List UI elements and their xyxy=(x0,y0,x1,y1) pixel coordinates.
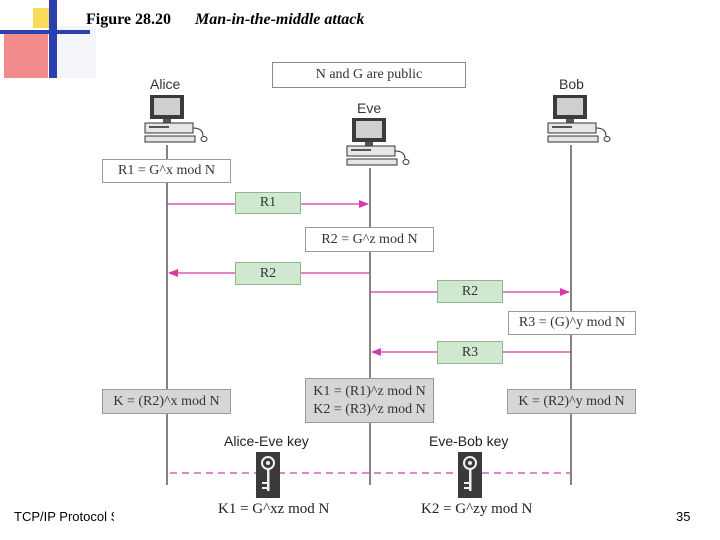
corner-decoration-yellow xyxy=(33,8,53,28)
corner-decoration-red xyxy=(4,34,48,78)
eve-label: Eve xyxy=(357,100,382,116)
alice-computer-icon xyxy=(144,95,208,143)
k2-formula: K2 = G^zy mod N xyxy=(421,501,533,517)
corner-decoration-blue-vertical xyxy=(49,0,57,78)
alice-key-computation: K = (R2)^x mod N xyxy=(102,389,231,414)
message-r3: R3 xyxy=(437,341,503,364)
figure-name: Man-in-the-middle attack xyxy=(195,11,365,28)
eve-r2-computation: R2 = G^z mod N xyxy=(305,227,434,252)
eve-computer-icon xyxy=(346,118,410,166)
eve-k2-computation: K2 = (R3)^z mod N xyxy=(313,401,426,417)
eve-k1-computation: K1 = (R1)^z mod N xyxy=(313,383,426,399)
corner-decoration-blue-horizontal xyxy=(0,30,90,34)
alice-eve-key-label: Alice-Eve key xyxy=(224,433,309,449)
alice-eve-key-icon xyxy=(256,452,280,498)
corner-decoration-pale xyxy=(52,26,96,78)
k1-formula: K1 = G^xz mod N xyxy=(218,501,330,517)
figure-title: Figure 28.20 Man-in-the-middle attack xyxy=(86,11,364,29)
message-r2-to-alice: R2 xyxy=(235,262,301,285)
eve-bob-key-icon xyxy=(458,452,482,498)
figure-number: Figure 28.20 xyxy=(86,11,172,28)
alice-label: Alice xyxy=(150,76,181,92)
message-r1: R1 xyxy=(235,192,301,214)
eve-key-computations: K1 = (R1)^z mod N K2 = (R3)^z mod N xyxy=(305,378,434,423)
bob-key-computation: K = (R2)^y mod N xyxy=(507,389,636,414)
page-number: 35 xyxy=(676,509,691,524)
bob-r3-computation: R3 = (G)^y mod N xyxy=(508,311,636,335)
alice-r1-computation: R1 = G^x mod N xyxy=(102,159,231,183)
footer-course-title: TCP/IP Protocol S xyxy=(14,509,114,524)
eve-bob-key-label: Eve-Bob key xyxy=(429,433,509,449)
bob-label: Bob xyxy=(559,76,584,92)
message-r2-to-bob: R2 xyxy=(437,280,503,303)
public-parameters-box: N and G are public xyxy=(272,62,466,88)
bob-computer-icon xyxy=(547,95,611,143)
